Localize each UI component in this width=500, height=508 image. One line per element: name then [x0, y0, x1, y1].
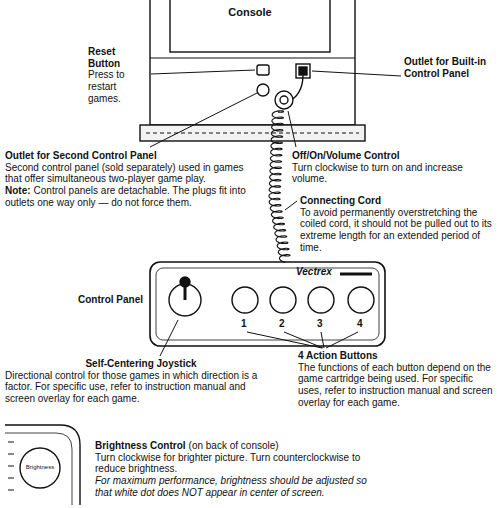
label-group: 4	[357, 318, 367, 330]
vent-slot	[8, 490, 14, 491]
coiled-cord	[269, 111, 290, 262]
label-text: Outlet for Built-in Control Panel	[404, 56, 496, 79]
label-group: 3	[317, 318, 327, 330]
label-text: Brightness Control	[95, 440, 186, 451]
console-back	[5, 425, 80, 505]
label-text: Turn clockwise for brighter picture. Tur…	[95, 452, 385, 475]
label-text: Off/On/Volume Control	[292, 150, 495, 162]
action-button	[232, 287, 258, 313]
leader-line	[247, 332, 322, 348]
leader-line	[284, 332, 323, 348]
volume-knob	[275, 91, 293, 109]
control-panel	[150, 262, 385, 346]
label-text: Press to restart games.	[88, 69, 150, 104]
label-text: Note:	[5, 185, 31, 196]
label-group: Outlet for Second Control PanelSecond co…	[5, 150, 257, 208]
label-group: Brightness Control(on back of console)Tu…	[95, 440, 385, 498]
label-text: For maximum performance, brightness shou…	[95, 475, 385, 498]
leader-line	[288, 111, 296, 147]
leader-line	[321, 332, 324, 348]
label-text: (on back of console)	[189, 440, 279, 451]
volume-knob	[280, 96, 288, 104]
label-group: Off/On/Volume ControlTurn clockwise to t…	[292, 150, 495, 185]
console-base	[140, 125, 365, 141]
second-outlet	[257, 84, 269, 96]
leader-line	[326, 332, 358, 348]
joystick-base	[169, 284, 201, 316]
label-group: Control Panel	[78, 294, 148, 306]
vent-slot	[8, 466, 14, 467]
action-button	[270, 287, 296, 313]
label-text: Turn clockwise to turn on and increase v…	[292, 162, 495, 185]
leader-line	[312, 71, 401, 76]
label-text: 4 Action Buttons	[298, 350, 495, 362]
label-group: Brightness	[22, 464, 58, 471]
label-group: 1	[241, 318, 251, 330]
label-text: Self-Centering Joystick	[5, 358, 277, 370]
logo-bar	[340, 273, 372, 276]
leader-line	[160, 320, 178, 356]
label-text: Console	[228, 6, 271, 18]
label-text: Reset Button	[88, 46, 150, 69]
label-text: To avoid permanently overstretching the …	[300, 207, 495, 254]
brightness-knob	[20, 448, 60, 488]
plug	[299, 67, 307, 75]
label-text: The functions of each button depend on t…	[298, 362, 495, 409]
reset-button	[257, 65, 269, 75]
label-text: 2	[279, 318, 285, 329]
label-text: 1	[241, 318, 247, 329]
label-group: 4 Action ButtonsThe functions of each bu…	[298, 350, 495, 408]
label-group: Outlet for Built-in Control Panel	[404, 56, 496, 79]
label-text: Vectrex	[296, 266, 332, 277]
joystick-knob	[180, 277, 190, 287]
leader-line	[150, 93, 257, 147]
label-text: 4	[357, 318, 363, 329]
label-text: Outlet for Second Control Panel	[5, 150, 257, 162]
label-group: Console	[200, 6, 300, 19]
panel-inset	[156, 268, 379, 340]
label-text: Second control panel (sold separately) u…	[5, 162, 257, 185]
label-group: Self-Centering JoystickDirectional contr…	[5, 358, 277, 405]
label-group: 2	[279, 318, 289, 330]
vent-slot	[8, 454, 14, 455]
leader-line	[151, 70, 255, 74]
label-text: Brightness	[26, 464, 54, 470]
action-button	[308, 287, 334, 313]
leader-line	[285, 201, 297, 210]
label-text: Control panels are detachable. The plugs…	[5, 185, 246, 208]
label-group: Vectrex	[296, 266, 346, 278]
label-text: 3	[317, 318, 323, 329]
vent-slot	[8, 478, 14, 479]
label-text: Control Panel	[78, 294, 143, 305]
label-text: Directional control for those games in w…	[5, 370, 277, 405]
label-group: Connecting CordTo avoid permanently over…	[300, 195, 495, 253]
label-text: Connecting Cord	[300, 195, 495, 207]
action-button	[348, 287, 374, 313]
label-group: Reset ButtonPress to restart games.	[88, 46, 150, 104]
screen	[170, 0, 330, 52]
vent-slot	[8, 442, 14, 443]
